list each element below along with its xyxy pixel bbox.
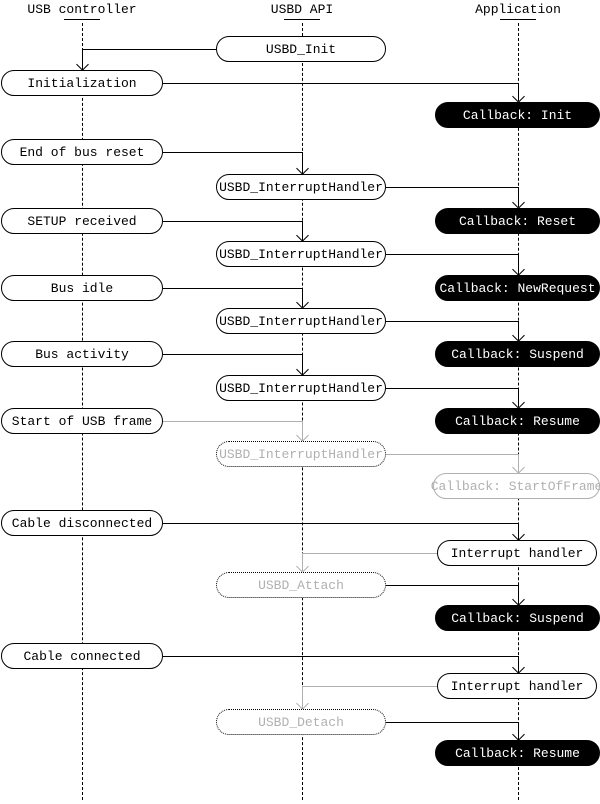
edge-segment-v (518, 187, 519, 207)
edge-segment-h (386, 321, 518, 322)
node-setup: SETUP received (1, 208, 163, 234)
node-cb_susp1: Callback: Suspend (435, 341, 600, 367)
arrowhead-down (512, 661, 525, 674)
arrowhead-down (512, 528, 525, 541)
edge-segment-v (302, 686, 303, 708)
arrowhead-down (296, 363, 309, 376)
edge-segment-h (386, 388, 518, 389)
lifeline-head-bar-usb (64, 19, 100, 20)
arrowhead-down (512, 593, 525, 606)
edge-segment-v (302, 221, 303, 240)
edge-segment-v (302, 421, 303, 440)
lifeline-api (302, 23, 303, 800)
node-usbd_init: USBD_Init (216, 36, 386, 62)
edge-segment-h (163, 221, 302, 222)
edge-segment-h (386, 254, 518, 255)
column-header-api: USBD API (270, 2, 334, 17)
edge-segment-v (302, 152, 303, 173)
node-bidle: Bus idle (1, 275, 163, 301)
edge-segment-v (82, 49, 83, 69)
arrowhead-down (512, 396, 525, 409)
arrowhead-down (296, 697, 309, 710)
column-header-app: Application (475, 2, 561, 17)
node-cb_new: Callback: NewRequest (435, 275, 600, 301)
arrowhead-down (296, 162, 309, 175)
edge-segment-v (518, 454, 519, 472)
arrowhead-down (512, 329, 525, 342)
edge-segment-h (82, 49, 216, 50)
node-init: Initialization (1, 70, 163, 96)
edge-segment-h (386, 454, 518, 455)
arrowhead-down (512, 196, 525, 209)
node-attach: USBD_Attach (216, 572, 386, 598)
arrowhead-down (512, 263, 525, 276)
node-bact: Bus activity (1, 341, 163, 367)
edge-segment-v (518, 321, 519, 340)
node-detach: USBD_Detach (216, 709, 386, 735)
edge-segment-v (518, 83, 519, 101)
arrowhead-down (296, 429, 309, 442)
edge-segment-h (163, 523, 518, 524)
node-cb_susp2: Callback: Suspend (435, 605, 600, 631)
node-ih_a: Interrupt handler (437, 540, 597, 566)
node-cb_res2: Callback: Resume (435, 740, 600, 766)
edge-segment-v (518, 388, 519, 407)
node-ih2: USBD_InterruptHandler (216, 241, 386, 267)
node-sof: Start of USB frame (1, 408, 163, 434)
arrowhead-down (512, 728, 525, 741)
edge-segment-v (518, 254, 519, 274)
edge-segment-v (518, 656, 519, 672)
arrowhead-down (512, 90, 525, 103)
edge-segment-h (163, 656, 518, 657)
edge-segment-v (518, 523, 519, 539)
node-ih3: USBD_InterruptHandler (216, 308, 386, 334)
edge-segment-h (163, 152, 302, 153)
edge-segment-h (386, 187, 518, 188)
edge-segment-h (386, 585, 518, 586)
edge-segment-h (163, 83, 518, 84)
edge-segment-h (163, 421, 302, 422)
edge-segment-v (302, 553, 303, 571)
edge-segment-h (163, 354, 302, 355)
edge-segment-h (386, 722, 518, 723)
node-ih_b: Interrupt handler (437, 673, 597, 699)
node-cb_res1: Callback: Resume (435, 408, 600, 434)
node-cconn: Cable connected (1, 643, 163, 669)
column-header-usb: USB controller (27, 2, 137, 17)
edge-segment-h (163, 288, 302, 289)
arrowhead-down (296, 296, 309, 309)
node-cb_init: Callback: Init (435, 102, 600, 128)
node-cb_reset: Callback: Reset (435, 208, 600, 234)
edge-segment-v (518, 585, 519, 604)
node-cdisc: Cable disconnected (1, 510, 163, 536)
node-ih4: USBD_InterruptHandler (216, 375, 386, 401)
arrowhead-down (296, 229, 309, 242)
edge-segment-v (302, 288, 303, 307)
lifeline-head-bar-app (500, 19, 536, 20)
edge-segment-v (302, 354, 303, 374)
lifeline-head-bar-api (284, 19, 320, 20)
edge-segment-h (302, 553, 437, 554)
arrowhead-down (76, 58, 89, 71)
node-ih5: USBD_InterruptHandler (216, 441, 386, 467)
arrowhead-down (296, 560, 309, 573)
node-ih1: USBD_InterruptHandler (216, 174, 386, 200)
node-cb_sof: Callback: StartOfFrame (431, 473, 600, 499)
edge-segment-v (518, 722, 519, 739)
node-ebr: End of bus reset (1, 139, 163, 165)
arrowhead-down (512, 461, 525, 474)
edge-segment-h (302, 686, 437, 687)
